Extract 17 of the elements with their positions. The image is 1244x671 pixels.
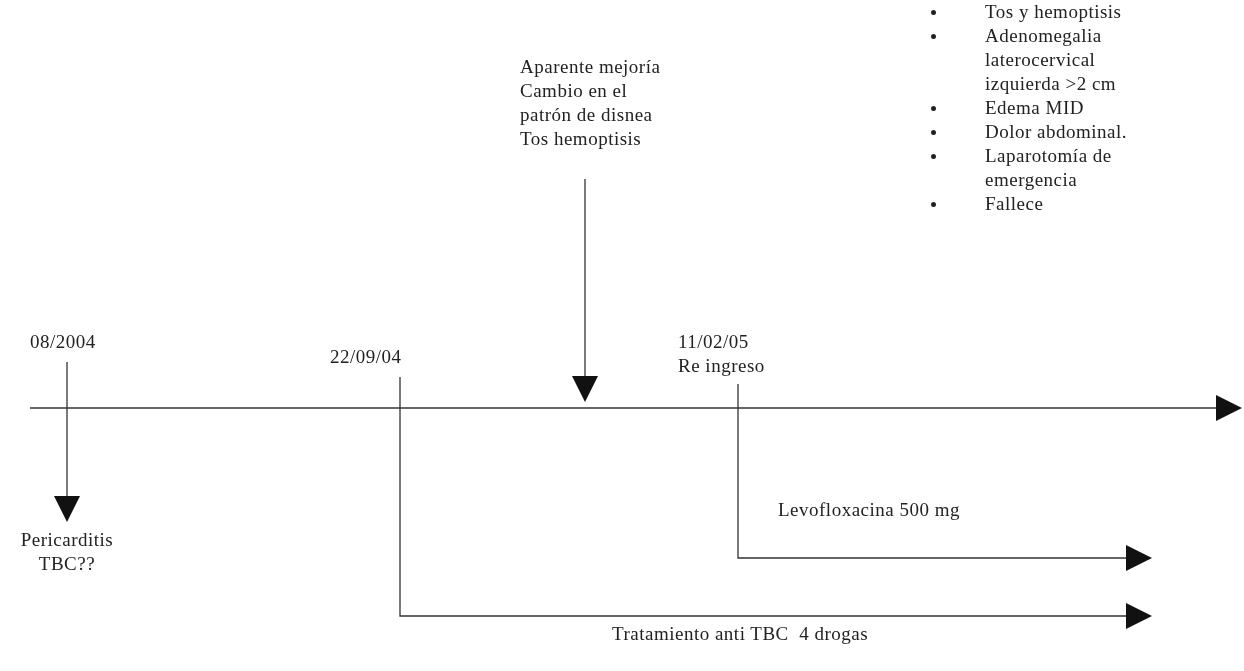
arrow bbox=[54, 361, 80, 522]
bullet-item: Dolor abdominal. bbox=[928, 120, 1168, 144]
bullet-item: Fallece bbox=[928, 192, 1168, 216]
edge-label: Levofloxacina 500 mg bbox=[778, 498, 960, 522]
date-label: 11/02/05 Re ingreso bbox=[678, 330, 798, 378]
bullet-item: Edema MID bbox=[928, 96, 1168, 120]
arrow bbox=[399, 376, 1152, 629]
diagnosis-text: Pericarditis TBC?? bbox=[10, 528, 124, 576]
bullet-item: Adenomegalia laterocervical izquierda >2 cm bbox=[928, 24, 1168, 96]
date-label: 08/2004 bbox=[30, 330, 130, 354]
arrow bbox=[572, 178, 598, 402]
bullet-item: Tos y hemoptisis bbox=[928, 0, 1168, 24]
event-text: Aparente mejoría Cambio en el patrón de disnea Tos hemoptisis bbox=[520, 55, 680, 151]
edge-label: Tratamiento anti TBC 4 drogas bbox=[612, 622, 869, 646]
bullet-item: Laparotomía de emergencia bbox=[928, 144, 1168, 192]
arrow bbox=[737, 383, 1152, 571]
date-label: 22/09/04 bbox=[330, 345, 440, 369]
